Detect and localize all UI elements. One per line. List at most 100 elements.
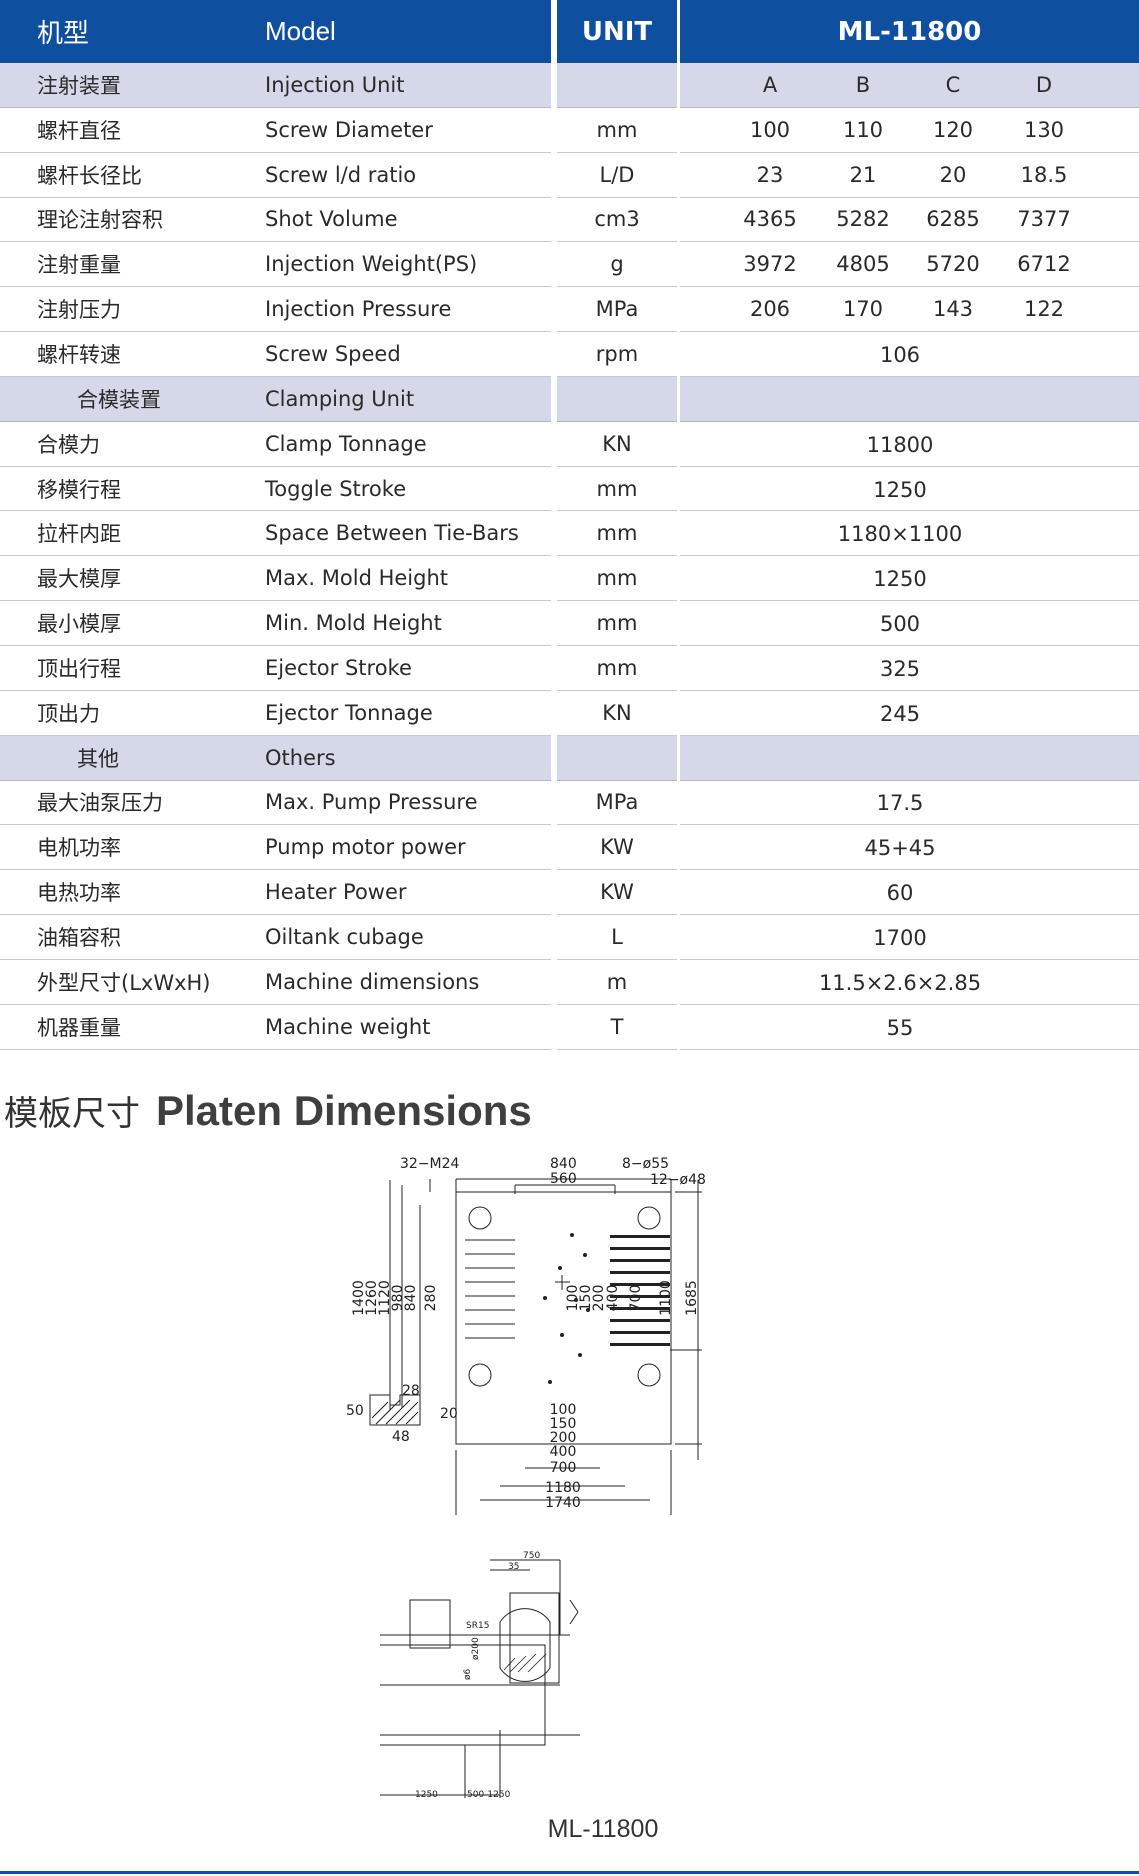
row-value: 18.5: [1020, 162, 1068, 187]
unit-cell: KN: [557, 422, 677, 467]
row-label-en: Injection Pressure: [265, 297, 452, 322]
row-label-en: Min. Mold Height: [265, 611, 442, 636]
row-label-en: Ejector Stroke: [265, 655, 412, 680]
label-cell: 最小模厚 Min. Mold Height: [0, 601, 551, 646]
row-value: 120: [932, 117, 974, 142]
row-label-zh: 注射压力: [37, 298, 121, 323]
row-value: 245: [879, 701, 921, 726]
unit-cell: m: [557, 960, 677, 1005]
unit-cell: mm: [557, 556, 677, 602]
dimension-label: 200: [550, 1430, 577, 1446]
row-unit: MPa: [595, 297, 639, 322]
unit-cell: [557, 376, 677, 422]
row-value: 21: [849, 162, 877, 187]
row-value: A: [762, 72, 778, 97]
value-cell: 1250: [680, 556, 1139, 602]
row-label-zh: 最大油泵压力: [37, 791, 163, 816]
value-cell: 245: [680, 691, 1139, 736]
label-cell: 拉杆内距 Space Between Tie-Bars: [0, 511, 551, 557]
row-value: 3972: [743, 252, 797, 277]
row-label-zh: 顶出行程: [37, 656, 121, 681]
row-value: 143: [932, 297, 974, 322]
row-label-zh: 合模力: [37, 432, 100, 457]
row-label-zh: 理论注射容积: [37, 208, 163, 233]
row-label-en: Injection Unit: [265, 72, 405, 97]
value-cell: [680, 376, 1139, 422]
row-unit: KW: [600, 835, 634, 860]
value-cell: 106: [680, 332, 1139, 377]
row-label-en: Shot Volume: [265, 207, 398, 232]
row-unit: L/D: [599, 162, 635, 187]
label-840: 840: [550, 1156, 577, 1172]
row-unit: T: [610, 1014, 624, 1039]
row-value: 23: [756, 162, 784, 187]
unit-cell: mm: [557, 601, 677, 646]
unit-cell: KW: [557, 870, 677, 916]
dimension-label: 400: [550, 1444, 577, 1460]
row-label-en: Screw Diameter: [265, 117, 433, 142]
dimension-label: 100: [550, 1402, 577, 1418]
row-value: 122: [1023, 297, 1065, 322]
row-label-zh: 油箱容积: [37, 925, 121, 950]
row-label-zh: 最小模厚: [37, 612, 121, 637]
row-unit: mm: [596, 521, 638, 546]
label-1250: 1250: [415, 1790, 438, 1800]
row-label-zh: 电热功率: [37, 881, 121, 906]
row-label-en: Ejector Tonnage: [265, 700, 433, 725]
unit-cell: MPa: [557, 781, 677, 826]
value-cell: 1180×1100: [680, 511, 1139, 557]
row-label-zh: 拉杆内距: [37, 522, 121, 547]
unit-cell: mm: [557, 511, 677, 557]
row-value: 4805: [836, 252, 890, 277]
bottom-rule: [0, 1871, 1139, 1874]
dimension-label: 700: [550, 1460, 577, 1476]
value-cell: [680, 735, 1139, 781]
row-label-en: Machine dimensions: [265, 969, 480, 994]
row-label-zh: 合模装置: [77, 387, 161, 412]
unit-cell: KW: [557, 825, 677, 871]
dimension-label: 150: [550, 1416, 577, 1432]
unit-cell: L/D: [557, 153, 677, 198]
value-cell: 1700: [680, 915, 1139, 960]
row-unit: KW: [600, 880, 634, 905]
row-value: 5282: [836, 207, 890, 232]
tie-bar-hole: [468, 1363, 492, 1387]
unit-cell: T: [557, 1005, 677, 1050]
row-value: 1700: [873, 926, 927, 951]
unit-cell: MPa: [557, 287, 677, 333]
row-value: 6712: [1017, 252, 1071, 277]
label-slot-48: 48: [392, 1429, 410, 1445]
row-label-zh: 机器重量: [37, 1015, 121, 1040]
row-label-en: Oiltank cubage: [265, 924, 424, 949]
row-label-en: Space Between Tie-Bars: [265, 521, 519, 546]
row-label-zh: 注射重量: [37, 253, 121, 278]
row-label-en: Pump motor power: [265, 835, 466, 860]
label-35: 35: [508, 1562, 519, 1572]
row-label-en: Clamping Unit: [265, 386, 415, 411]
value-cell: 60: [680, 870, 1139, 916]
row-value: 170: [842, 297, 884, 322]
row-label-zh: 螺杆长径比: [37, 163, 142, 188]
value-cell: 500: [680, 601, 1139, 646]
